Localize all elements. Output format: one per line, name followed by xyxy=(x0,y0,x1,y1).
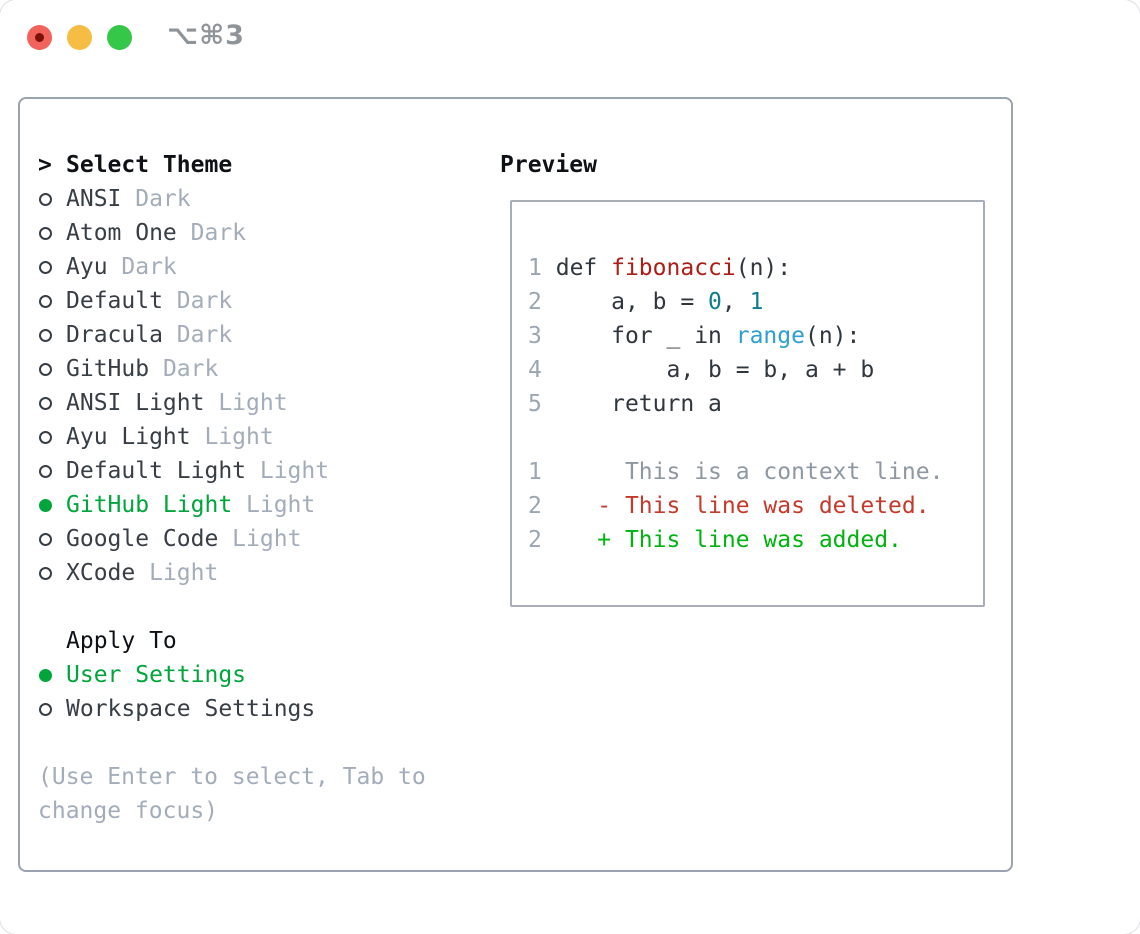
theme-name: Default xyxy=(66,288,163,314)
radio-icon xyxy=(38,386,66,420)
theme-name: Dracula xyxy=(66,322,163,348)
theme-name: Atom One xyxy=(66,220,177,246)
theme-option-default-light[interactable]: Default Light Light xyxy=(38,454,500,488)
theme-name: Default Light xyxy=(66,458,247,484)
theme-option-github[interactable]: GitHub Dark xyxy=(38,352,500,386)
line-number: 5 xyxy=(528,391,542,417)
theme-variant-label: Light xyxy=(135,560,219,586)
unsaved-dot-icon xyxy=(35,33,44,42)
theme-name: XCode xyxy=(66,560,136,586)
apply-to-header: Apply To xyxy=(38,624,500,658)
preview-box: 1 def fibonacci(n): 2 a, b = 0, 1 3 for _ … xyxy=(510,200,985,607)
theme-name: ANSI Light xyxy=(66,390,205,416)
list-title: Select Theme xyxy=(66,152,233,178)
code-line: 2 a, b = 0, 1 xyxy=(528,289,764,315)
radio-icon xyxy=(38,250,66,284)
radio-icon xyxy=(38,318,66,352)
diff-line-deleted: 2 - This line was deleted. xyxy=(528,493,930,519)
radio-icon xyxy=(38,692,66,726)
code-line: 3 for _ in range(n): xyxy=(528,323,861,349)
preview-title: Preview xyxy=(500,152,597,178)
keyboard-hint-line: (Use Enter to select, Tab to xyxy=(38,764,426,790)
line-number: 4 xyxy=(528,357,542,383)
theme-option-github-light[interactable]: GitHub Light Light xyxy=(38,488,500,522)
theme-variant-label: Dark xyxy=(107,254,177,280)
theme-variant-label: Light xyxy=(190,424,274,450)
diff-preview: 1 This is a context line. 2 - This line w… xyxy=(528,455,983,557)
theme-name: Ayu xyxy=(66,254,108,280)
line-number: 2 xyxy=(528,527,542,553)
theme-name: Google Code xyxy=(66,526,219,552)
theme-variant-label: Light xyxy=(232,492,316,518)
code-line: 4 a, b = b, a + b xyxy=(528,357,875,383)
apply-option-label: Workspace Settings xyxy=(66,696,316,722)
theme-variant-label: Dark xyxy=(162,288,233,314)
theme-option-default[interactable]: Default Dark xyxy=(38,284,500,318)
theme-option-dracula[interactable]: Dracula Dark xyxy=(38,318,500,352)
theme-variant-label: Dark xyxy=(176,220,247,246)
line-number: 1 xyxy=(528,459,542,485)
line-number: 1 xyxy=(528,255,542,281)
theme-variant-label: Light xyxy=(218,526,302,552)
apply-option-label: User Settings xyxy=(66,662,247,688)
radio-icon xyxy=(38,182,66,216)
radio-icon xyxy=(38,284,66,318)
theme-option-ayu-light[interactable]: Ayu Light Light xyxy=(38,420,500,454)
radio-icon xyxy=(38,216,66,250)
theme-variant-label: Light xyxy=(204,390,288,416)
prompt-icon: > xyxy=(38,152,52,178)
line-number: 2 xyxy=(528,493,542,519)
theme-variant-label: Dark xyxy=(121,186,191,212)
diff-line-added: 2 + This line was added. xyxy=(528,527,902,553)
code-preview: 1 def fibonacci(n): 2 a, b = 0, 1 3 for _ … xyxy=(528,251,983,421)
theme-name: Ayu Light xyxy=(66,424,191,450)
theme-option-atom-one[interactable]: Atom One Dark xyxy=(38,216,500,250)
radio-icon xyxy=(38,352,66,386)
keyboard-hint-line: change focus) xyxy=(38,798,219,824)
spacer xyxy=(38,590,500,624)
window-title: ⌥⌘3 xyxy=(167,20,245,51)
theme-variant-label: Light xyxy=(246,458,330,484)
theme-variant-label: Dark xyxy=(162,322,233,348)
radio-icon xyxy=(38,454,66,488)
theme-option-xcode[interactable]: XCode Light xyxy=(38,556,500,590)
zoom-button[interactable] xyxy=(107,25,132,50)
theme-option-google-code[interactable]: Google Code Light xyxy=(38,522,500,556)
radio-selected-icon xyxy=(38,658,66,692)
radio-icon xyxy=(38,420,66,454)
theme-variant-label: Dark xyxy=(149,356,219,382)
theme-option-ansi[interactable]: ANSI Dark xyxy=(38,182,500,216)
line-number: 2 xyxy=(528,289,542,315)
line-number: 3 xyxy=(528,323,542,349)
code-line: 1 def fibonacci(n): xyxy=(528,255,792,281)
spacer xyxy=(38,726,500,760)
close-button[interactable] xyxy=(27,25,52,50)
theme-name: GitHub xyxy=(66,356,150,382)
diff-line-context: 1 This is a context line. xyxy=(528,459,944,485)
apply-to-title: Apply To xyxy=(66,628,177,654)
titlebar: ⌥⌘3 xyxy=(0,0,1140,75)
spacer xyxy=(528,421,983,455)
select-theme-header: > Select Theme xyxy=(38,148,500,182)
radio-icon xyxy=(38,522,66,556)
apply-option-workspace-settings[interactable]: Workspace Settings xyxy=(38,692,500,726)
theme-name: GitHub Light xyxy=(66,492,233,518)
theme-option-ansi-light[interactable]: ANSI Light Light xyxy=(38,386,500,420)
keyboard-hint: (Use Enter to select, Tab to change focus… xyxy=(38,760,500,828)
preview-column: Preview 1 def fibonacci(n): 2 a, b = 0, 1… xyxy=(500,148,993,607)
minimize-button[interactable] xyxy=(67,25,92,50)
radio-icon xyxy=(38,556,66,590)
code-line: 5 return a xyxy=(528,391,722,417)
theme-name: ANSI xyxy=(66,186,122,212)
theme-option-ayu[interactable]: Ayu Dark xyxy=(38,250,500,284)
radio-selected-icon xyxy=(38,488,66,522)
apply-option-user-settings[interactable]: User Settings xyxy=(38,658,500,692)
